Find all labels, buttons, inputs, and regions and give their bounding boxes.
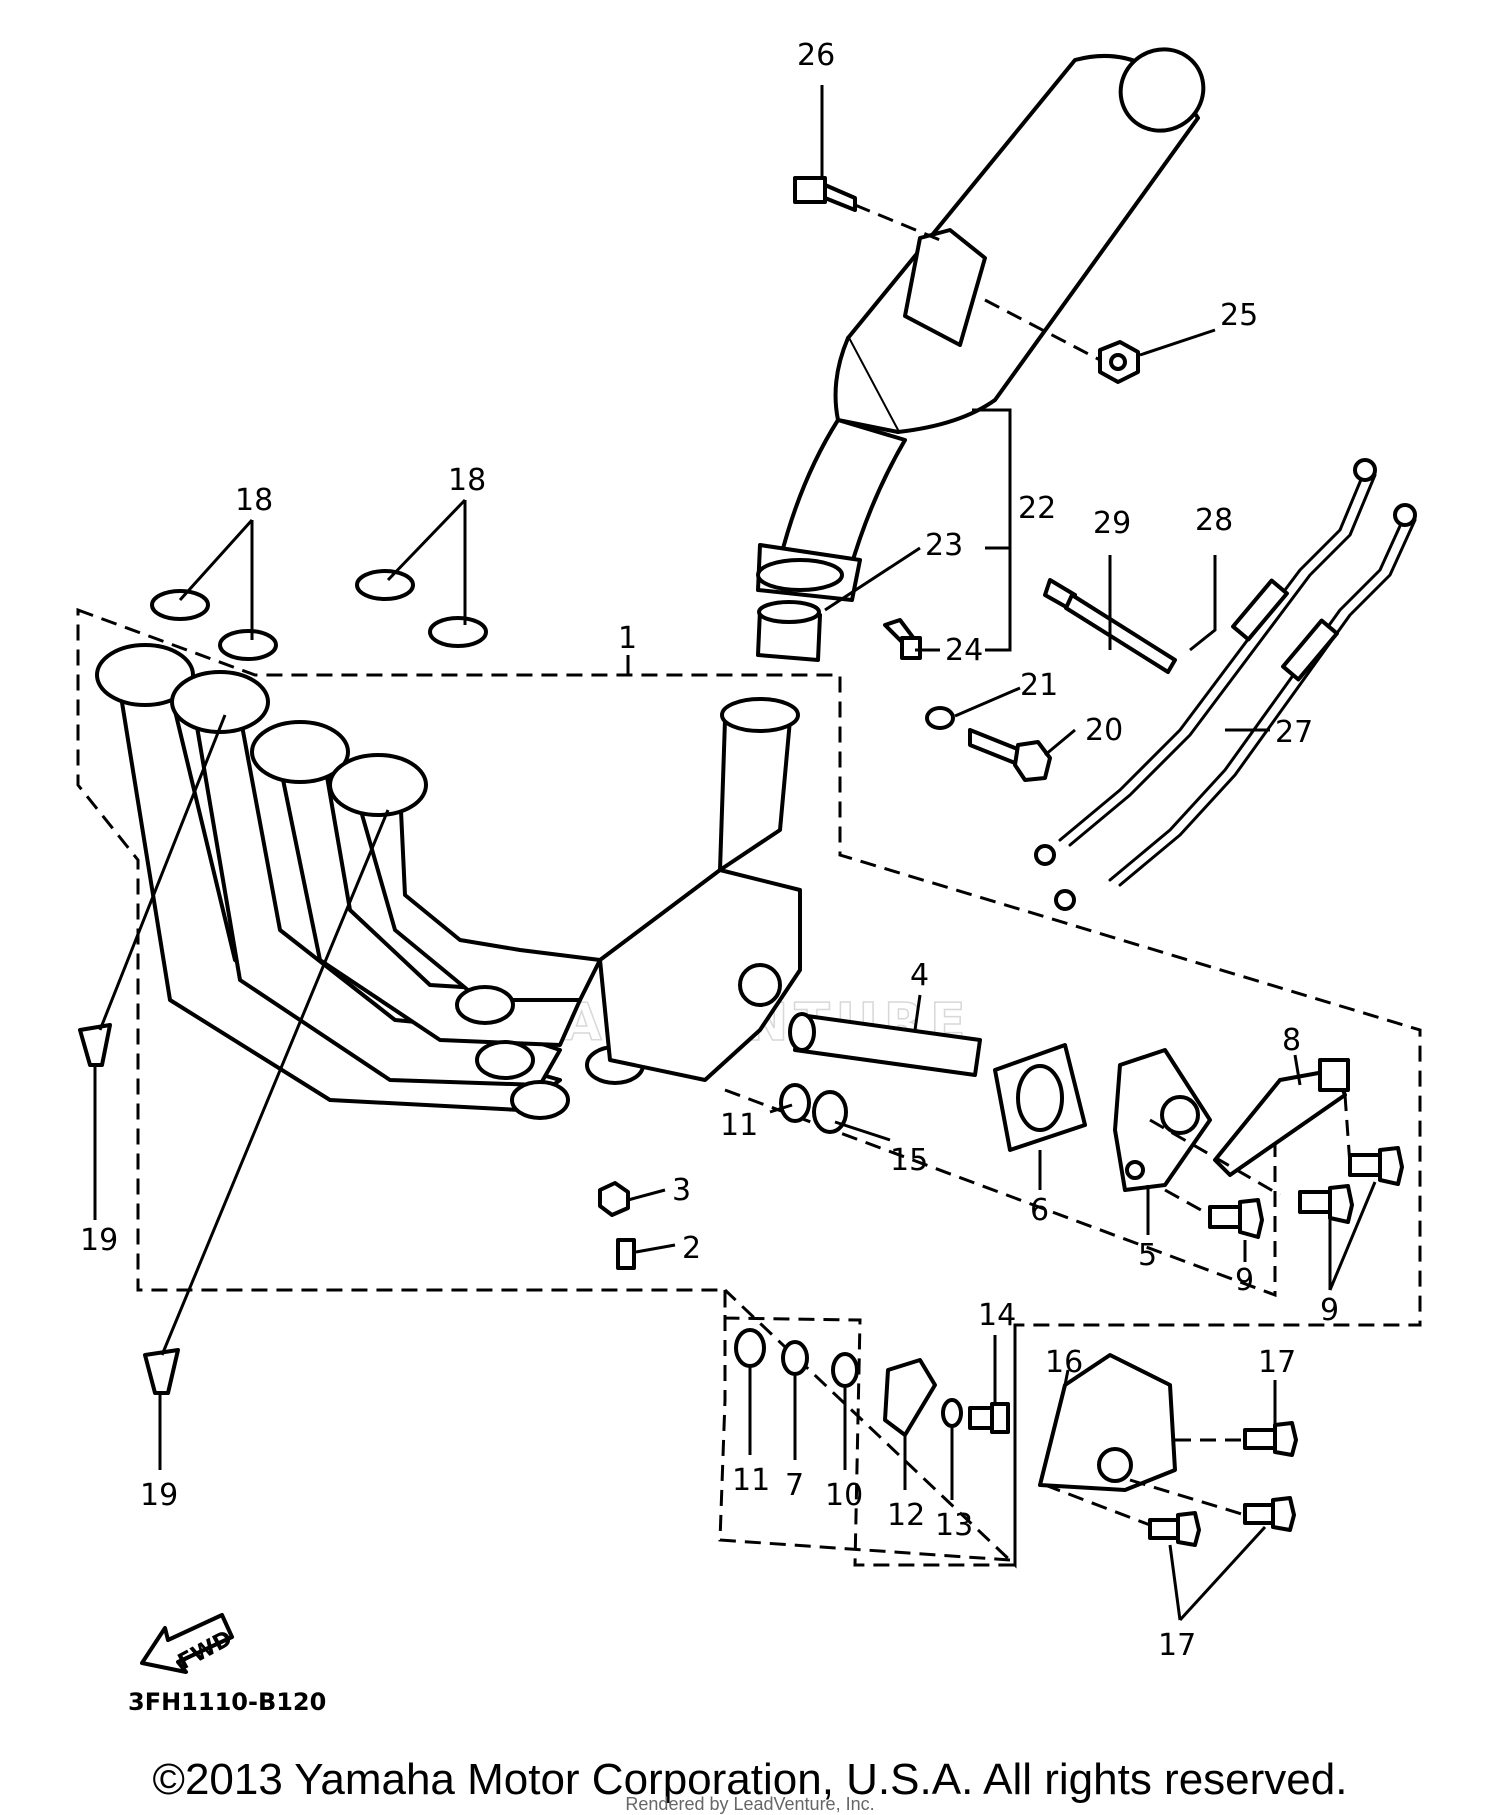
- gasket-18-2: [218, 629, 278, 661]
- callout-3: 3: [672, 1173, 691, 1208]
- callout-19-lower: 19: [140, 1478, 178, 1513]
- exhaust-valve-cable-27: [1054, 503, 1417, 911]
- bolt-9-2: [1298, 1184, 1354, 1224]
- header-assembly-outline: [76, 607, 1422, 1567]
- callout-5: 5: [1138, 1238, 1157, 1273]
- collar-19-1: [78, 1023, 112, 1067]
- forward-arrow-icon: FWD: [140, 1613, 237, 1675]
- callout-21: 21: [1020, 668, 1058, 703]
- callout-6: 6: [1030, 1193, 1049, 1228]
- bracket-5: [1113, 1048, 1212, 1192]
- callout-24: 24: [945, 633, 983, 668]
- exhaust-header-pipes: [95, 643, 802, 1120]
- pulley-lever-8: [1213, 1058, 1350, 1177]
- nut-25: [1098, 340, 1140, 384]
- diagram-code: 3FH1110-B120: [128, 1688, 326, 1716]
- bushing-11-lower: [734, 1328, 766, 1368]
- valve-shaft-4: [788, 1012, 982, 1077]
- copyright-notice: ©2013 Yamaha Motor Corporation, U.S.A. A…: [152, 1755, 1348, 1804]
- callout-7: 7: [785, 1468, 804, 1503]
- callout-2: 2: [682, 1231, 701, 1266]
- callout-10: 10: [825, 1478, 863, 1513]
- bolt-9-3: [1348, 1146, 1404, 1186]
- callout-1: 1: [618, 621, 637, 656]
- collar-19-2: [143, 1348, 180, 1395]
- callout-18-left: 18: [235, 483, 273, 518]
- exhaust-valve-cable-28: [1034, 458, 1377, 866]
- callout-17-lower: 17: [1158, 1628, 1196, 1663]
- callout-20: 20: [1085, 713, 1123, 748]
- bushing-11: [779, 1083, 811, 1123]
- bolt-29: [1043, 578, 1177, 674]
- callout-15: 15: [890, 1143, 928, 1178]
- rendered-by-notice: Rendered by LeadVenture, Inc.: [625, 1794, 875, 1814]
- gasket-18-4: [428, 616, 488, 648]
- leader-lines: [93, 85, 1377, 1622]
- bolt-26: [793, 176, 857, 212]
- callout-25: 25: [1220, 298, 1258, 333]
- bracket-parts-outline: [718, 1290, 1011, 1562]
- callout-27: 27: [1275, 715, 1313, 750]
- bolt-17-3: [1243, 1496, 1296, 1532]
- bolt-17-1: [1243, 1421, 1298, 1457]
- bolt-2: [616, 1238, 636, 1270]
- callout-11-lower: 11: [732, 1463, 770, 1498]
- gasket-23: [756, 600, 822, 662]
- callout-29: 29: [1093, 506, 1131, 541]
- callout-28: 28: [1195, 503, 1233, 538]
- callout-9-middle: 9: [1235, 1263, 1254, 1298]
- gasket-6: [993, 1043, 1087, 1152]
- pulley-cover-16: [1038, 1353, 1177, 1492]
- gasket-18-1: [150, 589, 210, 621]
- gasket-18-3: [355, 569, 415, 601]
- bushing-15: [812, 1090, 848, 1134]
- callout-11-upper: 11: [720, 1108, 758, 1143]
- callout-8: 8: [1282, 1023, 1301, 1058]
- cover-group-outline: [723, 1288, 1017, 1569]
- bracket-group-outline: [724, 1088, 1277, 1298]
- washer-10: [831, 1352, 859, 1388]
- callout-22: 22: [1018, 491, 1056, 526]
- bolt-24: [883, 618, 922, 660]
- callout-9-right: 9: [1320, 1293, 1339, 1328]
- bolt-9-1: [1208, 1198, 1264, 1239]
- callout-23: 23: [925, 528, 963, 563]
- callout-18-right: 18: [448, 463, 486, 498]
- collar-7: [781, 1340, 809, 1376]
- callout-17-upper: 17: [1258, 1345, 1296, 1380]
- nut-3: [598, 1181, 630, 1217]
- pulley-12: [883, 1358, 937, 1437]
- callout-12: 12: [887, 1498, 925, 1533]
- bolt-14: [968, 1402, 1010, 1434]
- callout-13: 13: [935, 1508, 973, 1543]
- callout-26: 26: [797, 38, 835, 73]
- callout-14: 14: [978, 1298, 1016, 1333]
- callout-16: 16: [1045, 1345, 1083, 1380]
- washer-13: [941, 1398, 963, 1428]
- washer-21: [925, 706, 955, 730]
- callout-labels: 26 25 22 23 24 29 28 21 20 27 18 18 1 4 …: [80, 38, 1339, 1663]
- bolt-20: [968, 728, 1052, 782]
- callout-4: 4: [910, 958, 929, 993]
- callout-19-upper: 19: [80, 1223, 118, 1258]
- bolt-17-2: [1148, 1511, 1201, 1547]
- muffler: [756, 47, 1206, 602]
